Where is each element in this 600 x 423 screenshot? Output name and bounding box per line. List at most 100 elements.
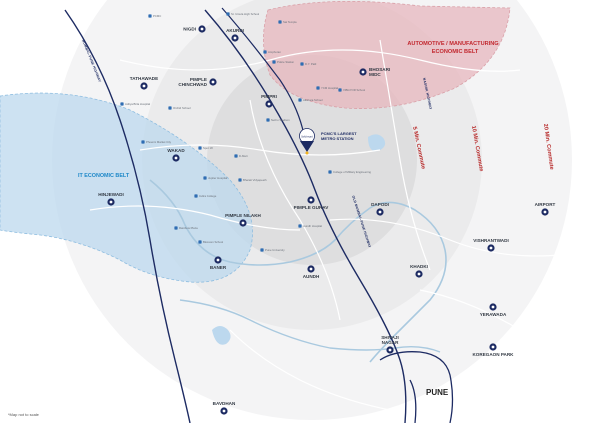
locality-dapodi[interactable]: DAPODI xyxy=(371,202,389,216)
poi-icon xyxy=(298,98,302,102)
poi-icon xyxy=(266,118,270,122)
old-mumbai-pune-highway xyxy=(204,9,407,423)
poi-rainbow[interactable]: Rainbow Plaza xyxy=(174,226,198,230)
poi-jupiter[interactable]: Jupiter Hospital xyxy=(203,176,228,180)
poi-temple[interactable]: Sai Temple xyxy=(278,20,297,24)
poi-icon xyxy=(263,50,267,54)
locality-label: CHINCHWAD xyxy=(178,82,207,87)
poi-pune-univ[interactable]: Pune University xyxy=(260,248,285,252)
poi-nehru[interactable]: Nehru Stadium xyxy=(266,118,290,122)
city-label-pune: PUNE xyxy=(426,388,449,397)
poi-ysm[interactable]: YCM Hospital xyxy=(316,86,338,90)
locality-label: BANER xyxy=(210,265,227,270)
automotive-belt-label: AUTOMOTIVE / MANUFACTURING xyxy=(407,41,498,47)
poi-label: YCM Hospital xyxy=(321,86,338,90)
poi-dypatil[interactable]: D.Y. Patil xyxy=(300,62,317,66)
locality-label: NAGAR xyxy=(382,340,400,345)
poi-label: Blossom School xyxy=(203,240,223,244)
locality-label: AUNDH xyxy=(303,274,320,279)
poi-dmart[interactable]: D-Mart xyxy=(234,154,248,158)
poi-label: Amphoran xyxy=(268,50,281,54)
locality-label: AKURDI xyxy=(226,28,244,33)
poi-indira[interactable]: Indira College xyxy=(194,194,217,198)
poi-phoenix[interactable]: Phoenix Market City xyxy=(141,140,172,144)
locality-pimple-nilakh[interactable]: PIMPLE NILAKH xyxy=(225,213,262,227)
poi-ampvans[interactable]: Amphoran xyxy=(263,50,281,54)
poi-icon xyxy=(272,60,276,64)
poi-college-eng[interactable]: College of Military Engineering xyxy=(328,170,371,174)
locality-aundh[interactable]: AUNDH xyxy=(303,265,320,279)
locality-bavdhan[interactable]: BAVDHAN xyxy=(213,401,236,415)
locality-label: SHIVAJI xyxy=(381,335,399,340)
locality-khadki[interactable]: KHADKI xyxy=(410,264,428,278)
locality-nigdi[interactable]: NIGDI xyxy=(183,25,206,33)
nashik-highway xyxy=(221,7,306,141)
poi-label: Indira College xyxy=(199,194,217,198)
poi-icon xyxy=(338,88,342,92)
poi-pcmc[interactable]: PCMC xyxy=(148,14,161,18)
locality-baner[interactable]: BANER xyxy=(210,256,227,270)
locality-hinjewadi[interactable]: HINJEWADI xyxy=(98,192,124,206)
automotive-belt-zone xyxy=(263,0,511,109)
poi-icon xyxy=(168,106,172,110)
poi-blossom[interactable]: Blossom School xyxy=(198,240,223,244)
poi-label: Rainbow Plaza xyxy=(179,226,198,230)
poi-label: Jupiter Hospital xyxy=(208,176,228,180)
locality-pimple-gurav[interactable]: PIMPLE GURAV xyxy=(294,196,330,210)
poi-icon xyxy=(234,154,238,158)
poi-label: St. Ursula High School xyxy=(231,12,260,16)
locality-label: TATHAWADE xyxy=(130,76,158,81)
poi-icon xyxy=(174,226,178,230)
locality-label: YERAWADA xyxy=(480,312,507,317)
locality-pimpri[interactable]: PIMPRI xyxy=(261,94,277,108)
lake xyxy=(212,326,231,345)
locality-label: PIMPRI xyxy=(261,94,277,99)
poi-icon xyxy=(194,194,198,198)
mumbai-pune-highway xyxy=(64,9,191,423)
locality-tathawade[interactable]: TATHAWADE xyxy=(130,76,158,90)
locality-wakad[interactable]: WAKAD xyxy=(167,148,185,162)
locality-label: HINJEWADI xyxy=(98,192,124,197)
locality-akurdi[interactable]: AKURDI xyxy=(226,28,244,42)
locality-label: PIMPLE xyxy=(190,77,207,82)
poi-school1[interactable]: St. Ursula High School xyxy=(226,12,260,16)
poi-police[interactable]: Police Station xyxy=(272,60,295,64)
pune-road-loop xyxy=(379,351,454,423)
locality-label: WAKAD xyxy=(167,148,185,153)
poi-label: Aundh Hospital xyxy=(303,224,322,228)
it-belt-label: IT ECONOMIC BELT xyxy=(78,173,130,179)
poi-icon xyxy=(316,86,320,90)
locality-vishrantwadi[interactable]: VISHRANTWADI xyxy=(473,238,509,252)
poi-icon xyxy=(198,146,202,150)
poi-akshara[interactable]: Akshara School xyxy=(298,98,323,102)
metro-callout-2: METRO STATION xyxy=(321,136,354,141)
poi-icon xyxy=(141,140,145,144)
poi-aditya[interactable]: Aditya Birla Hospital xyxy=(120,102,150,106)
poi-wakad-poi[interactable]: Spot 18 xyxy=(198,146,213,150)
poi-school3[interactable]: Orchid School xyxy=(168,106,191,110)
locality-label: NIGDI xyxy=(183,27,196,32)
poi-label: Nehru Stadium xyxy=(271,118,290,122)
poi-school2[interactable]: Bharati Vidyapeeth xyxy=(238,178,267,182)
project-location-marker[interactable]: Sukhwani xyxy=(299,128,315,155)
locality-label: KOREGAON PARK xyxy=(472,352,514,357)
poi-label: Police Station xyxy=(277,60,295,64)
poi-hospital[interactable]: Aundh Hospital xyxy=(298,224,322,228)
locality-koregaon[interactable]: KOREGAON PARK xyxy=(472,343,514,357)
locality-label: KHADKI xyxy=(410,264,428,269)
poi-icon xyxy=(148,14,152,18)
poi-label: D-Mart xyxy=(239,154,248,158)
poi-icon xyxy=(203,176,207,180)
river-2 xyxy=(179,299,441,353)
poi-icon xyxy=(298,224,302,228)
locality-yerawada[interactable]: YERAWADA xyxy=(480,303,507,317)
project-logo: Sukhwani xyxy=(301,135,313,139)
locality-airport[interactable]: AIRPORT xyxy=(535,202,556,216)
poi-vibgyor[interactable]: VIBGYOR School xyxy=(338,88,365,92)
locality-label: MIDC xyxy=(369,72,381,77)
poi-label: PCMC xyxy=(153,14,161,18)
